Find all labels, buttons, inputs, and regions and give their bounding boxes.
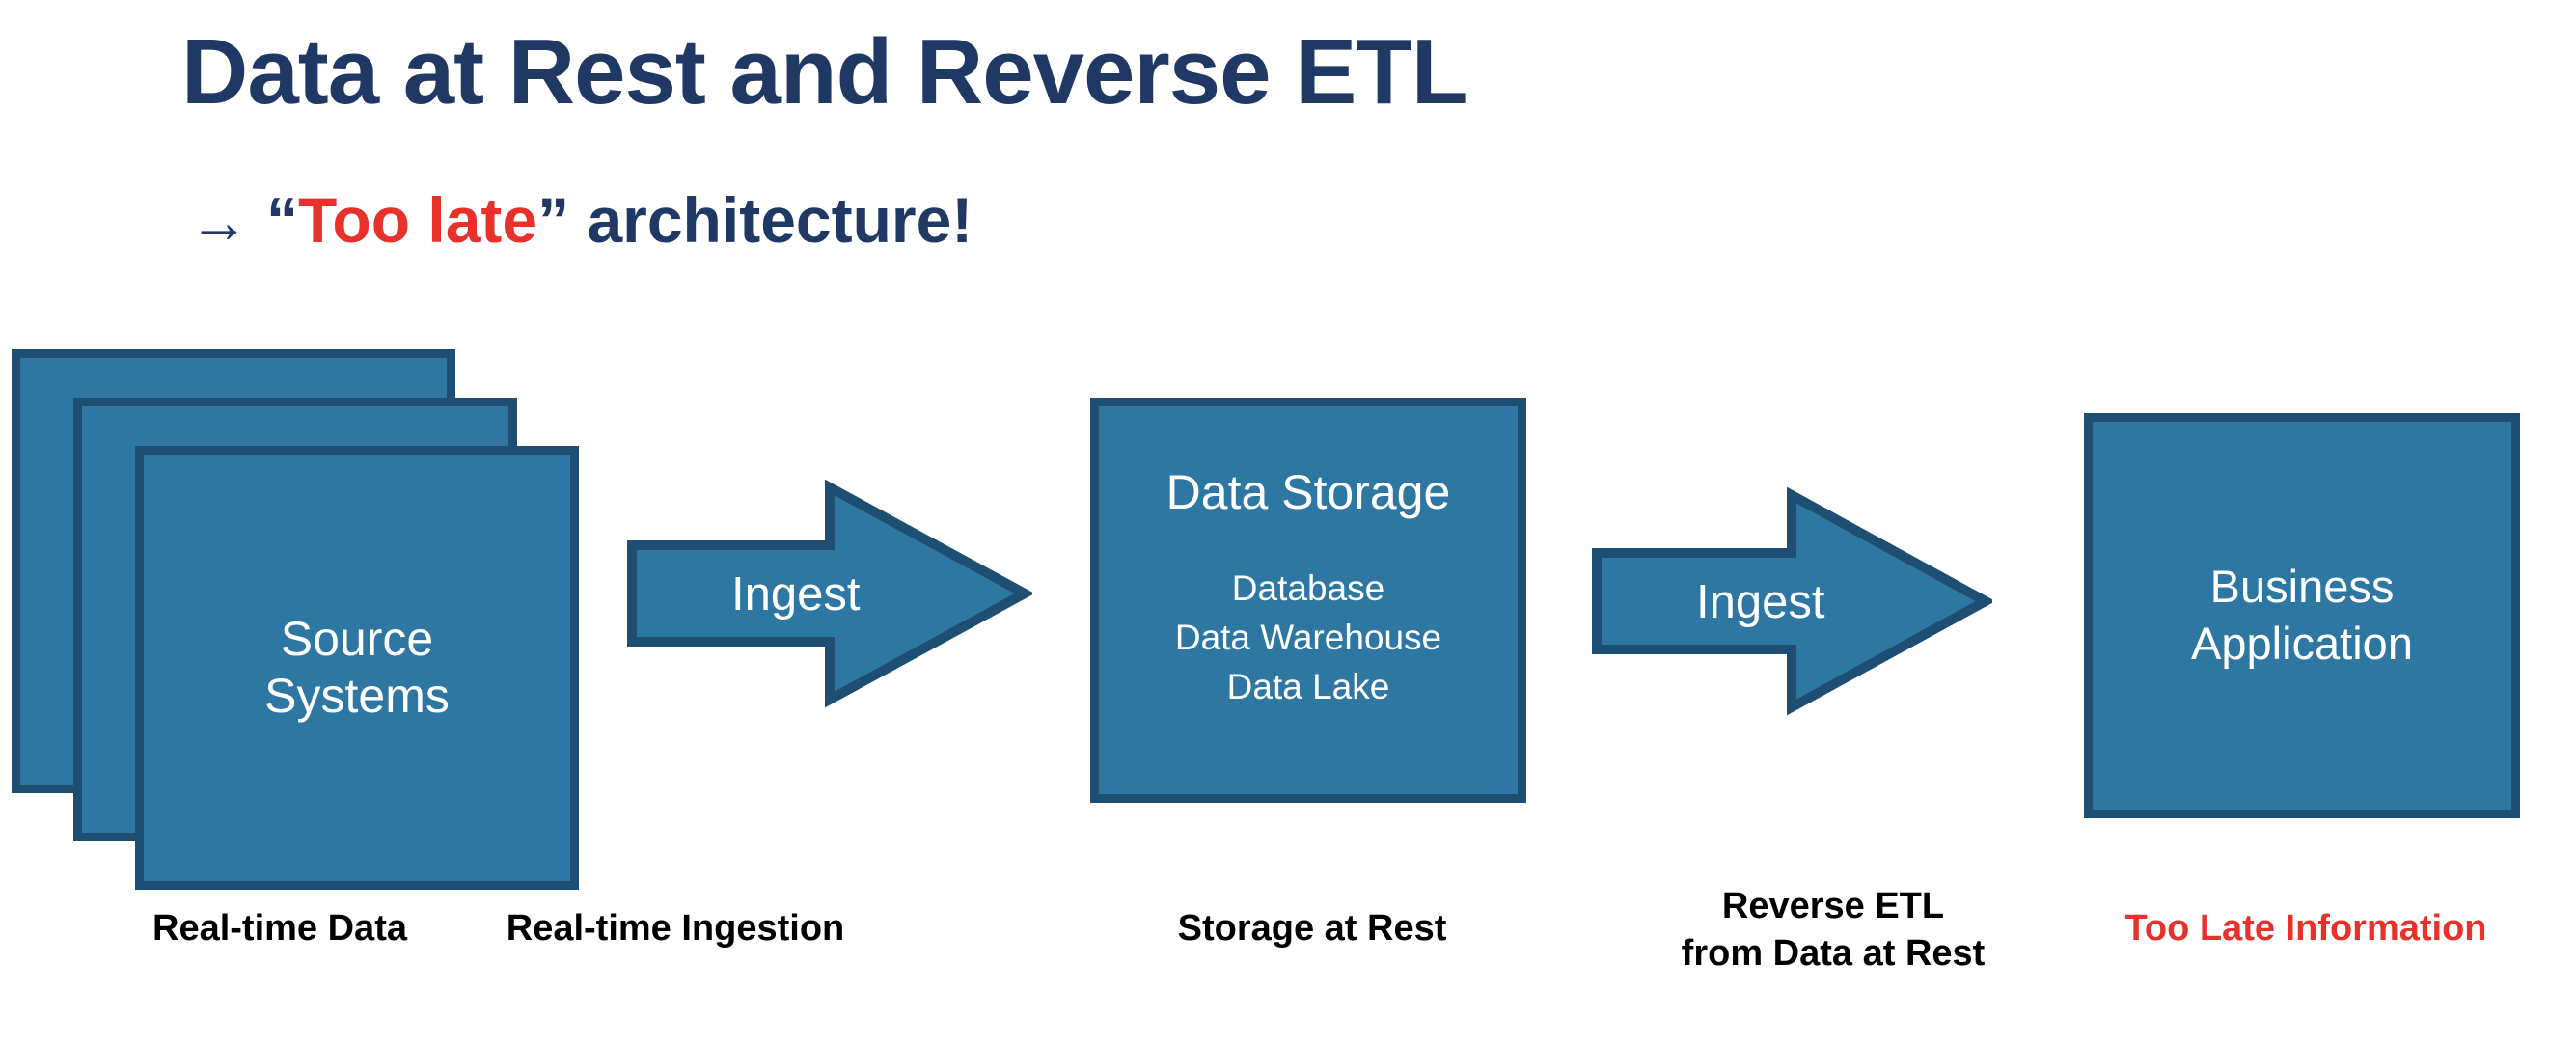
- data-storage-node[interactable]: Data Storage Database Data Warehouse Dat…: [1090, 398, 1526, 803]
- ingest-arrow-2[interactable]: [1592, 485, 1992, 717]
- caption-business-application: Too Late Information: [2124, 908, 2487, 949]
- subtitle-highlight: Too late: [298, 184, 538, 256]
- data-storage-items: Database Data Warehouse Data Lake: [1174, 568, 1442, 707]
- subtitle-rest: architecture!: [569, 184, 973, 256]
- caption-ingest-1: Real-time Ingestion: [506, 908, 845, 949]
- page-subtitle: → “Too late” architecture!: [189, 183, 973, 257]
- ingest-arrow-1-label: Ingest: [731, 568, 861, 621]
- caption-source-systems: Real-time Data: [152, 908, 407, 949]
- subtitle-open-quote: “: [266, 184, 298, 256]
- business-application-node[interactable]: Business Application: [2084, 413, 2520, 818]
- page-title: Data at Rest and Reverse ETL: [181, 20, 1467, 124]
- ingest-arrow-2-label: Ingest: [1696, 576, 1825, 628]
- caption-data-storage: Storage at Rest: [1177, 908, 1447, 949]
- data-storage-heading: Data Storage: [1165, 465, 1451, 519]
- caption-ingest-2: Reverse ETL from Data at Rest: [1681, 886, 1986, 975]
- source-systems-label: Source Systems: [264, 612, 450, 723]
- source-systems-node[interactable]: Source Systems: [135, 446, 579, 890]
- right-arrow-icon: →: [189, 189, 249, 256]
- subtitle-close-quote: ”: [537, 184, 570, 256]
- ingest-arrow-1[interactable]: [627, 478, 1032, 709]
- business-application-label: Business Application: [2191, 561, 2413, 669]
